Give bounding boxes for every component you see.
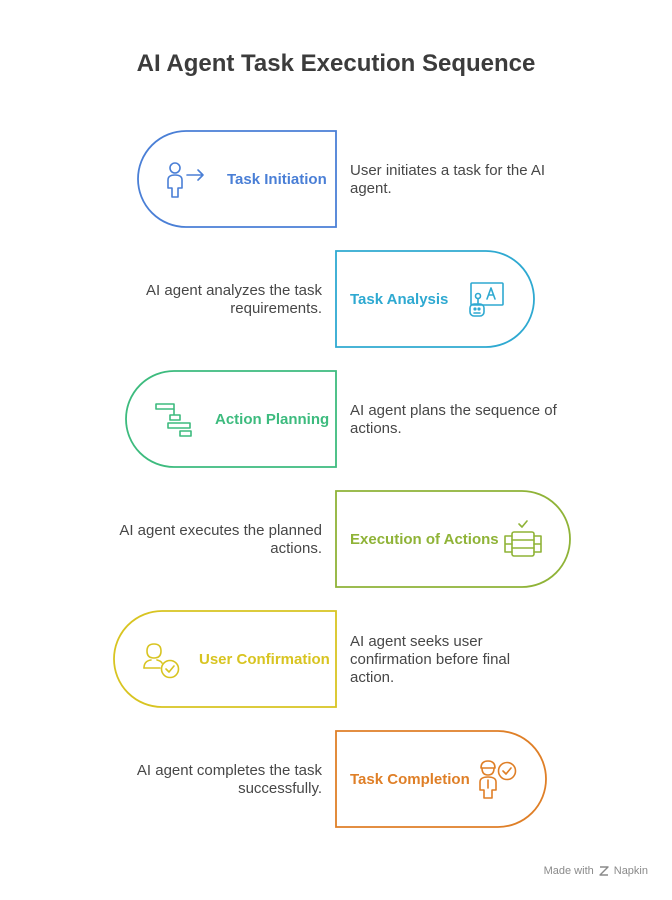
step-5-shape (113, 610, 337, 708)
step-1-label: Task Initiation (227, 171, 327, 188)
step-4-label: Execution of Actions (350, 531, 499, 548)
step-2-shape (335, 250, 535, 348)
step-4-shape (335, 490, 571, 588)
napkin-logo-icon (599, 866, 609, 876)
user-check-icon (143, 643, 180, 679)
page-title: AI Agent Task Execution Sequence (136, 50, 536, 77)
step-6-label: Task Completion (350, 771, 470, 788)
step-2-description: AI agent analyzes the task requirements. (146, 282, 322, 317)
footer-brand: Napkin (613, 865, 648, 877)
step-3-description: AI agent plans the sequence of actions. (350, 402, 557, 437)
worker-check-icon (479, 760, 517, 799)
step-3-shape (125, 370, 337, 468)
step-6-description: AI agent completes the task successfully… (136, 762, 322, 797)
step-1-shape (137, 130, 337, 228)
footer-made-with: Made with (543, 865, 594, 877)
step-5-description: AI agent seeks user confirmation before … (350, 633, 511, 686)
user-arrow-icon (167, 162, 204, 198)
server-check-icon (504, 520, 542, 557)
step-6-shape (335, 730, 547, 828)
step-1-description: User initiates a task for the AI agent. (350, 162, 546, 197)
step-4-description: AI agent executes the planned actions. (119, 522, 322, 557)
step-5-label: User Confirmation (199, 651, 330, 668)
robot-screen-icon (469, 282, 504, 317)
step-2-label: Task Analysis (350, 291, 449, 308)
gantt-icon (155, 403, 192, 437)
step-3-label: Action Planning (215, 411, 330, 428)
footer-credit: Made with Napkin (544, 865, 648, 877)
